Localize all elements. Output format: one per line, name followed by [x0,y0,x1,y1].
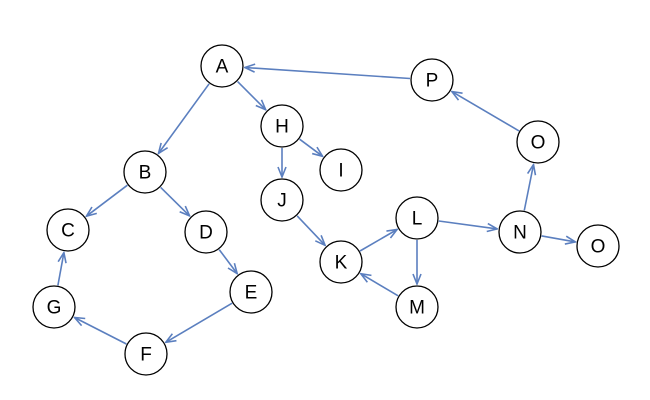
node-label: C [61,221,75,242]
node-circle [395,196,439,240]
node-l: L [395,196,439,240]
edge-b-to-c [86,184,128,216]
node-circle [32,285,76,329]
node-label: K [335,253,348,274]
node-m: M [395,285,439,329]
node-label: O [591,237,606,258]
node-label: J [277,191,287,212]
edge-g-to-c [57,253,64,286]
node-circle [516,120,560,164]
node-k: K [319,240,363,284]
node-e: E [229,270,273,314]
edge-d-to-e [218,249,237,274]
node-label: M [409,298,425,319]
node-g: G [32,285,76,329]
node-p: P [410,58,454,102]
node-circle [124,332,168,376]
node-circle [319,240,363,284]
edge-k-to-l [359,230,397,252]
node-label: G [47,298,62,319]
edge-l-to-n [438,220,497,229]
node-a: A [200,44,244,88]
node-label: E [245,283,258,304]
node-circle [46,208,90,252]
edge-m-to-k [361,274,399,297]
node-label: N [513,223,527,244]
node-o_top: O [516,120,560,164]
node-i: I [319,148,363,192]
node-circle [184,210,228,254]
edges-layer [57,68,576,345]
edge-a-to-b [159,83,210,154]
node-o_right: O [576,224,620,268]
node-circle [576,224,620,268]
node-circle [498,210,542,254]
node-label: P [426,71,439,92]
node-f: F [124,332,168,376]
node-circle [200,44,244,88]
edge-j-to-k [296,215,325,245]
node-label: L [412,209,423,230]
node-label: H [275,117,289,138]
node-label: I [338,161,343,182]
node-circle [395,285,439,329]
node-d: D [184,210,228,254]
node-circle [123,150,167,194]
edge-n-to-o_top [523,165,533,211]
node-label: B [139,163,152,184]
edge-p-to-a [245,68,411,80]
node-label: D [199,223,213,244]
edge-b-to-d [160,186,190,216]
edge-n-to-o_right [541,235,576,242]
edge-f-to-g [75,318,127,345]
node-circle [319,148,363,192]
node-label: A [216,57,229,78]
node-h: H [260,104,304,148]
node-j: J [260,178,304,222]
nodes-layer: A P H O B I J C D L N O K E G M F [32,44,620,376]
node-c: C [46,208,90,252]
node-circle [260,178,304,222]
node-circle [260,104,304,148]
node-b: B [123,150,167,194]
node-label: F [140,345,152,366]
edge-a-to-h [237,81,266,110]
node-label: O [531,133,546,154]
edge-h-to-i [299,138,323,156]
node-circle [229,270,273,314]
node-n: N [498,210,542,254]
node-circle [410,58,454,102]
edge-e-to-f [166,302,233,342]
edge-o_top-to-p [452,92,520,132]
